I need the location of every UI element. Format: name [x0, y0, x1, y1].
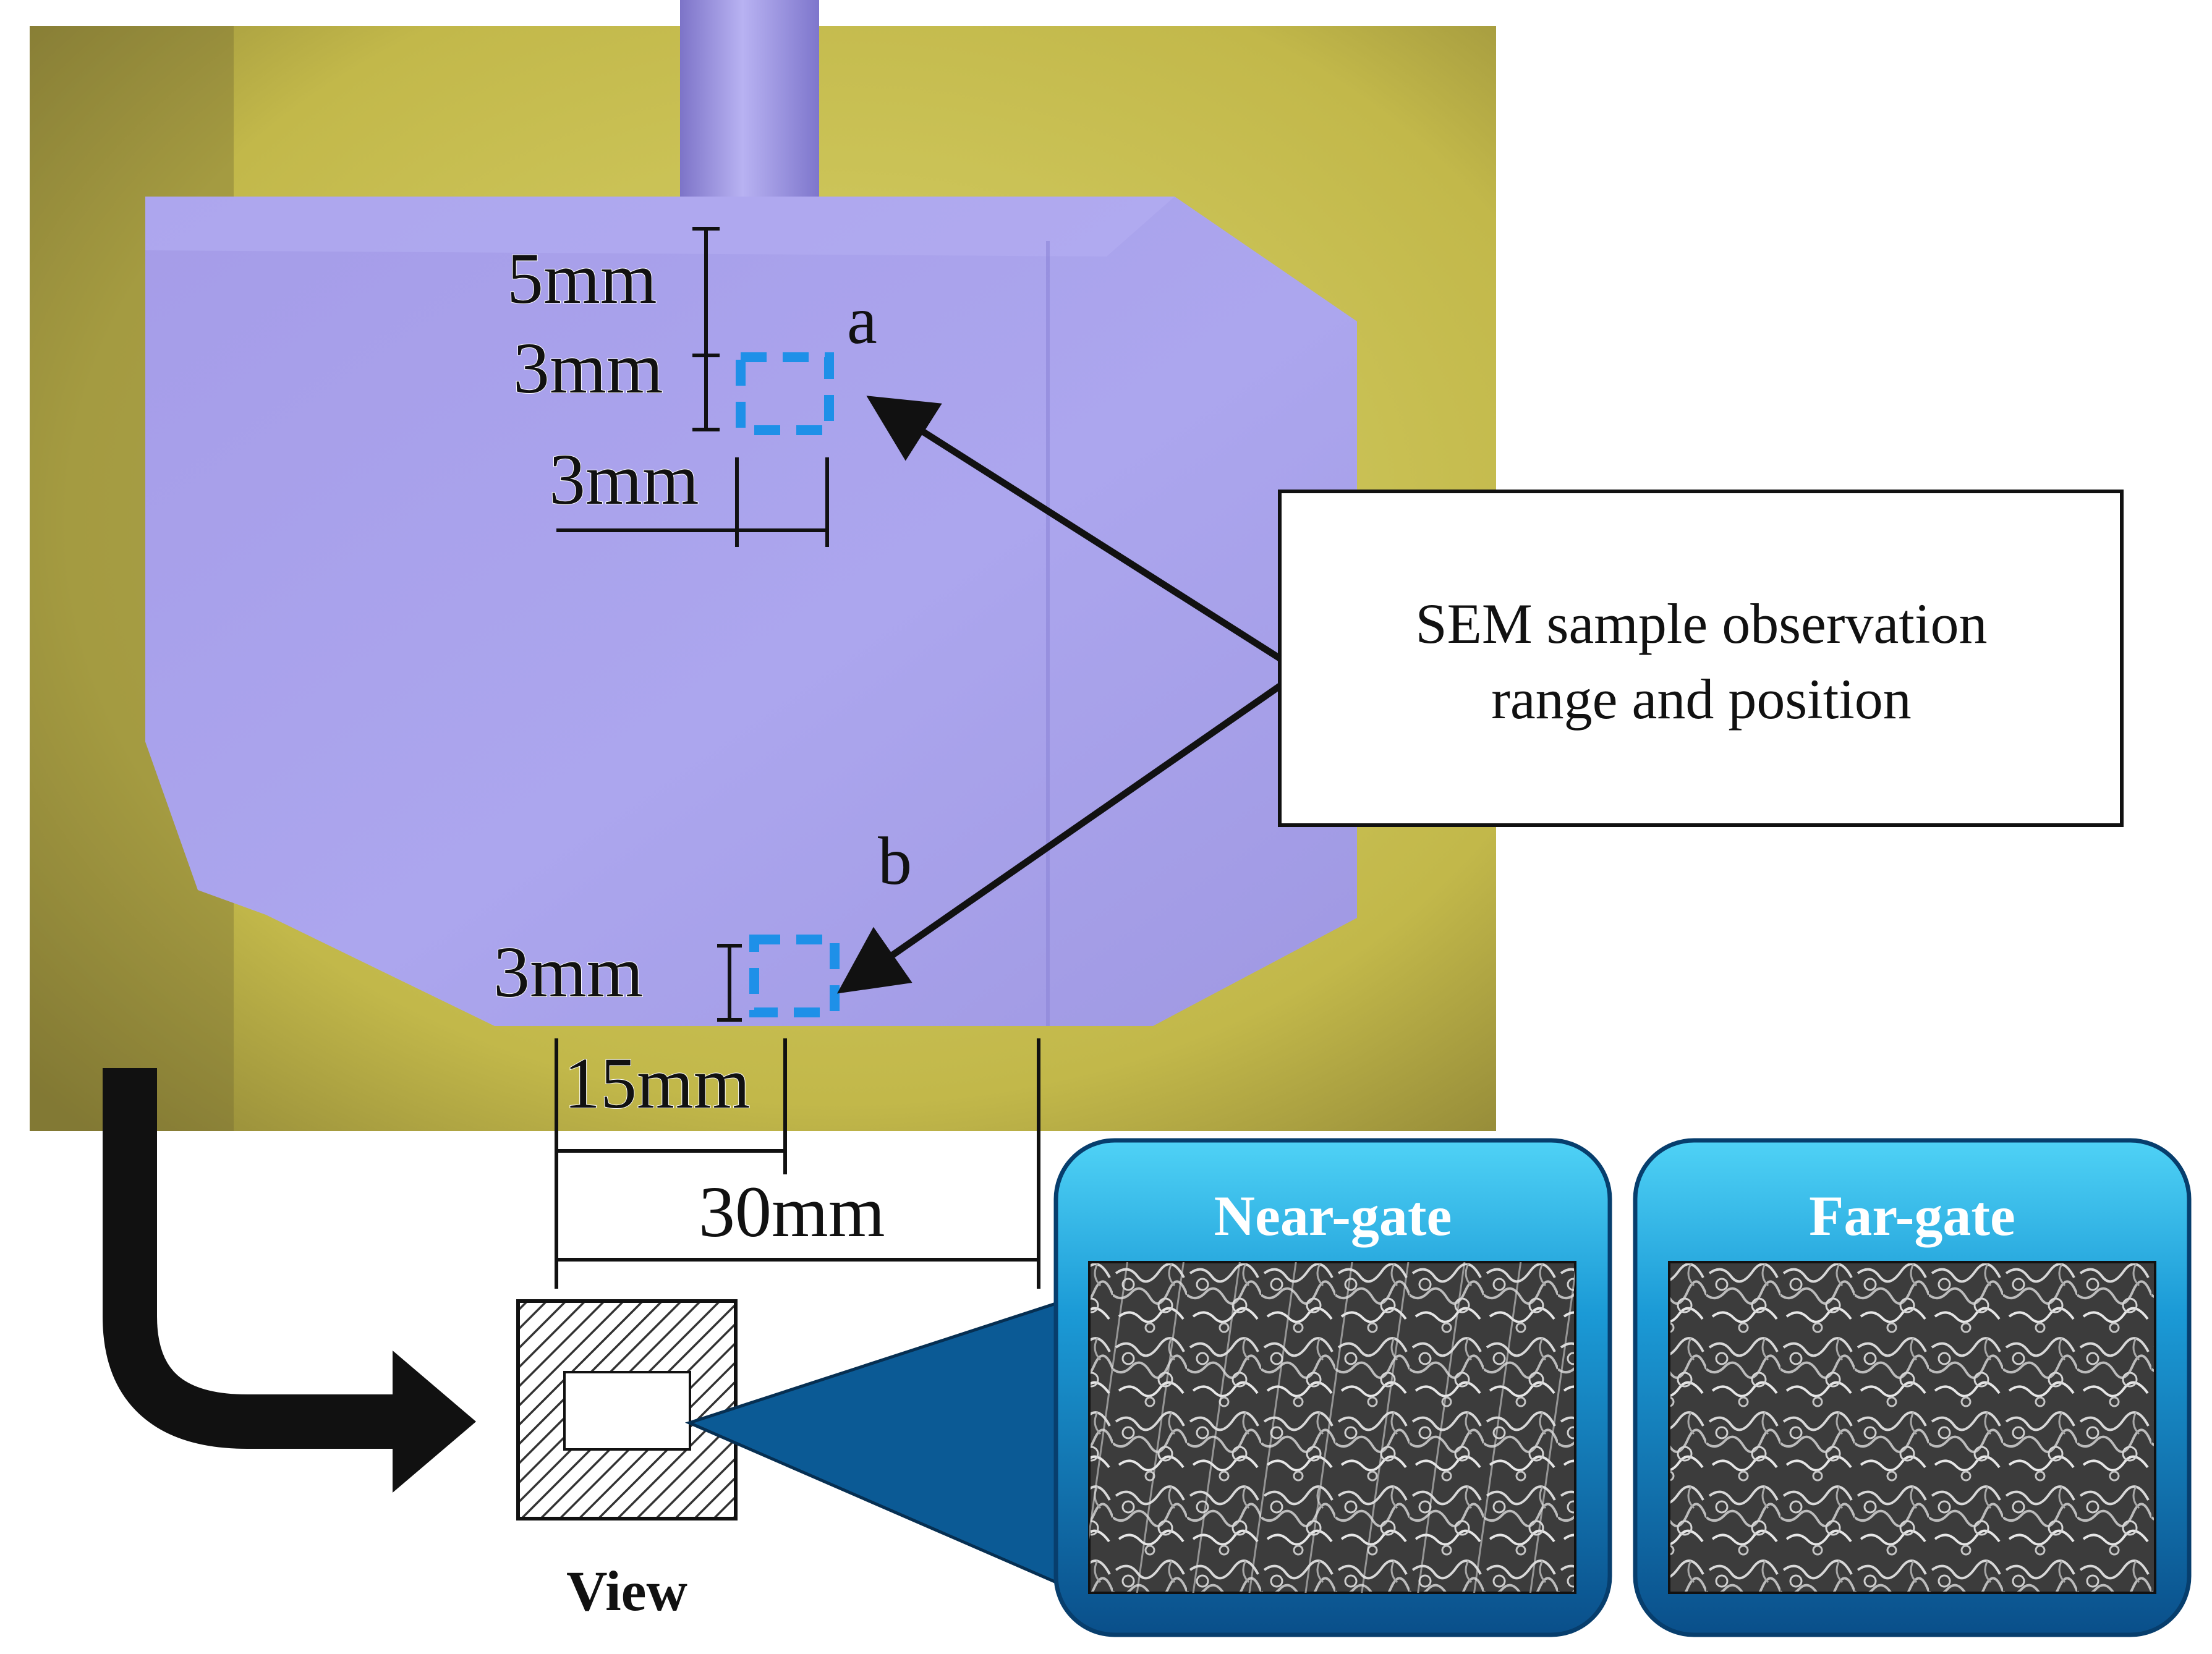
callout-arrow-to-b: [836, 683, 1282, 994]
gate-stem: [680, 0, 819, 223]
sample-box-b: [749, 935, 840, 1017]
cross-section-view: [516, 1299, 738, 1520]
dim-sample-b-offset: 15mm: [564, 1043, 751, 1124]
near-gate-panel: Near-gate: [1053, 1138, 1612, 1637]
dim-part-width: 30mm: [699, 1171, 885, 1252]
callout-line-1: SEM sample observation: [1416, 592, 1988, 655]
callout-box: [1278, 490, 2124, 827]
dim-sample-b-height: 3mm: [493, 931, 644, 1012]
dim-sample-a-height: 3mm: [513, 328, 663, 409]
dim-sample-a-width: 3mm: [549, 439, 699, 520]
sample-label-b: b: [878, 823, 912, 899]
sample-box-a: [736, 352, 834, 435]
callout-line-2: range and position: [1491, 668, 1912, 731]
view-label: View: [566, 1559, 687, 1622]
part-top-face: [145, 197, 1175, 257]
view-arrow: [103, 1068, 476, 1493]
dim-top-offset: 5mm: [507, 238, 657, 319]
sample-label-a: a: [847, 282, 877, 358]
dimension-lines: [555, 227, 1040, 1289]
far-gate-panel: Far-gate: [1633, 1138, 2192, 1637]
zoom-wedge: [684, 1299, 1065, 1588]
near-gate-title: Near-gate: [1214, 1184, 1452, 1247]
callout-arrow-to-a: [866, 396, 1282, 661]
molded-part: [145, 197, 1357, 1026]
far-gate-title: Far-gate: [1809, 1184, 2015, 1247]
